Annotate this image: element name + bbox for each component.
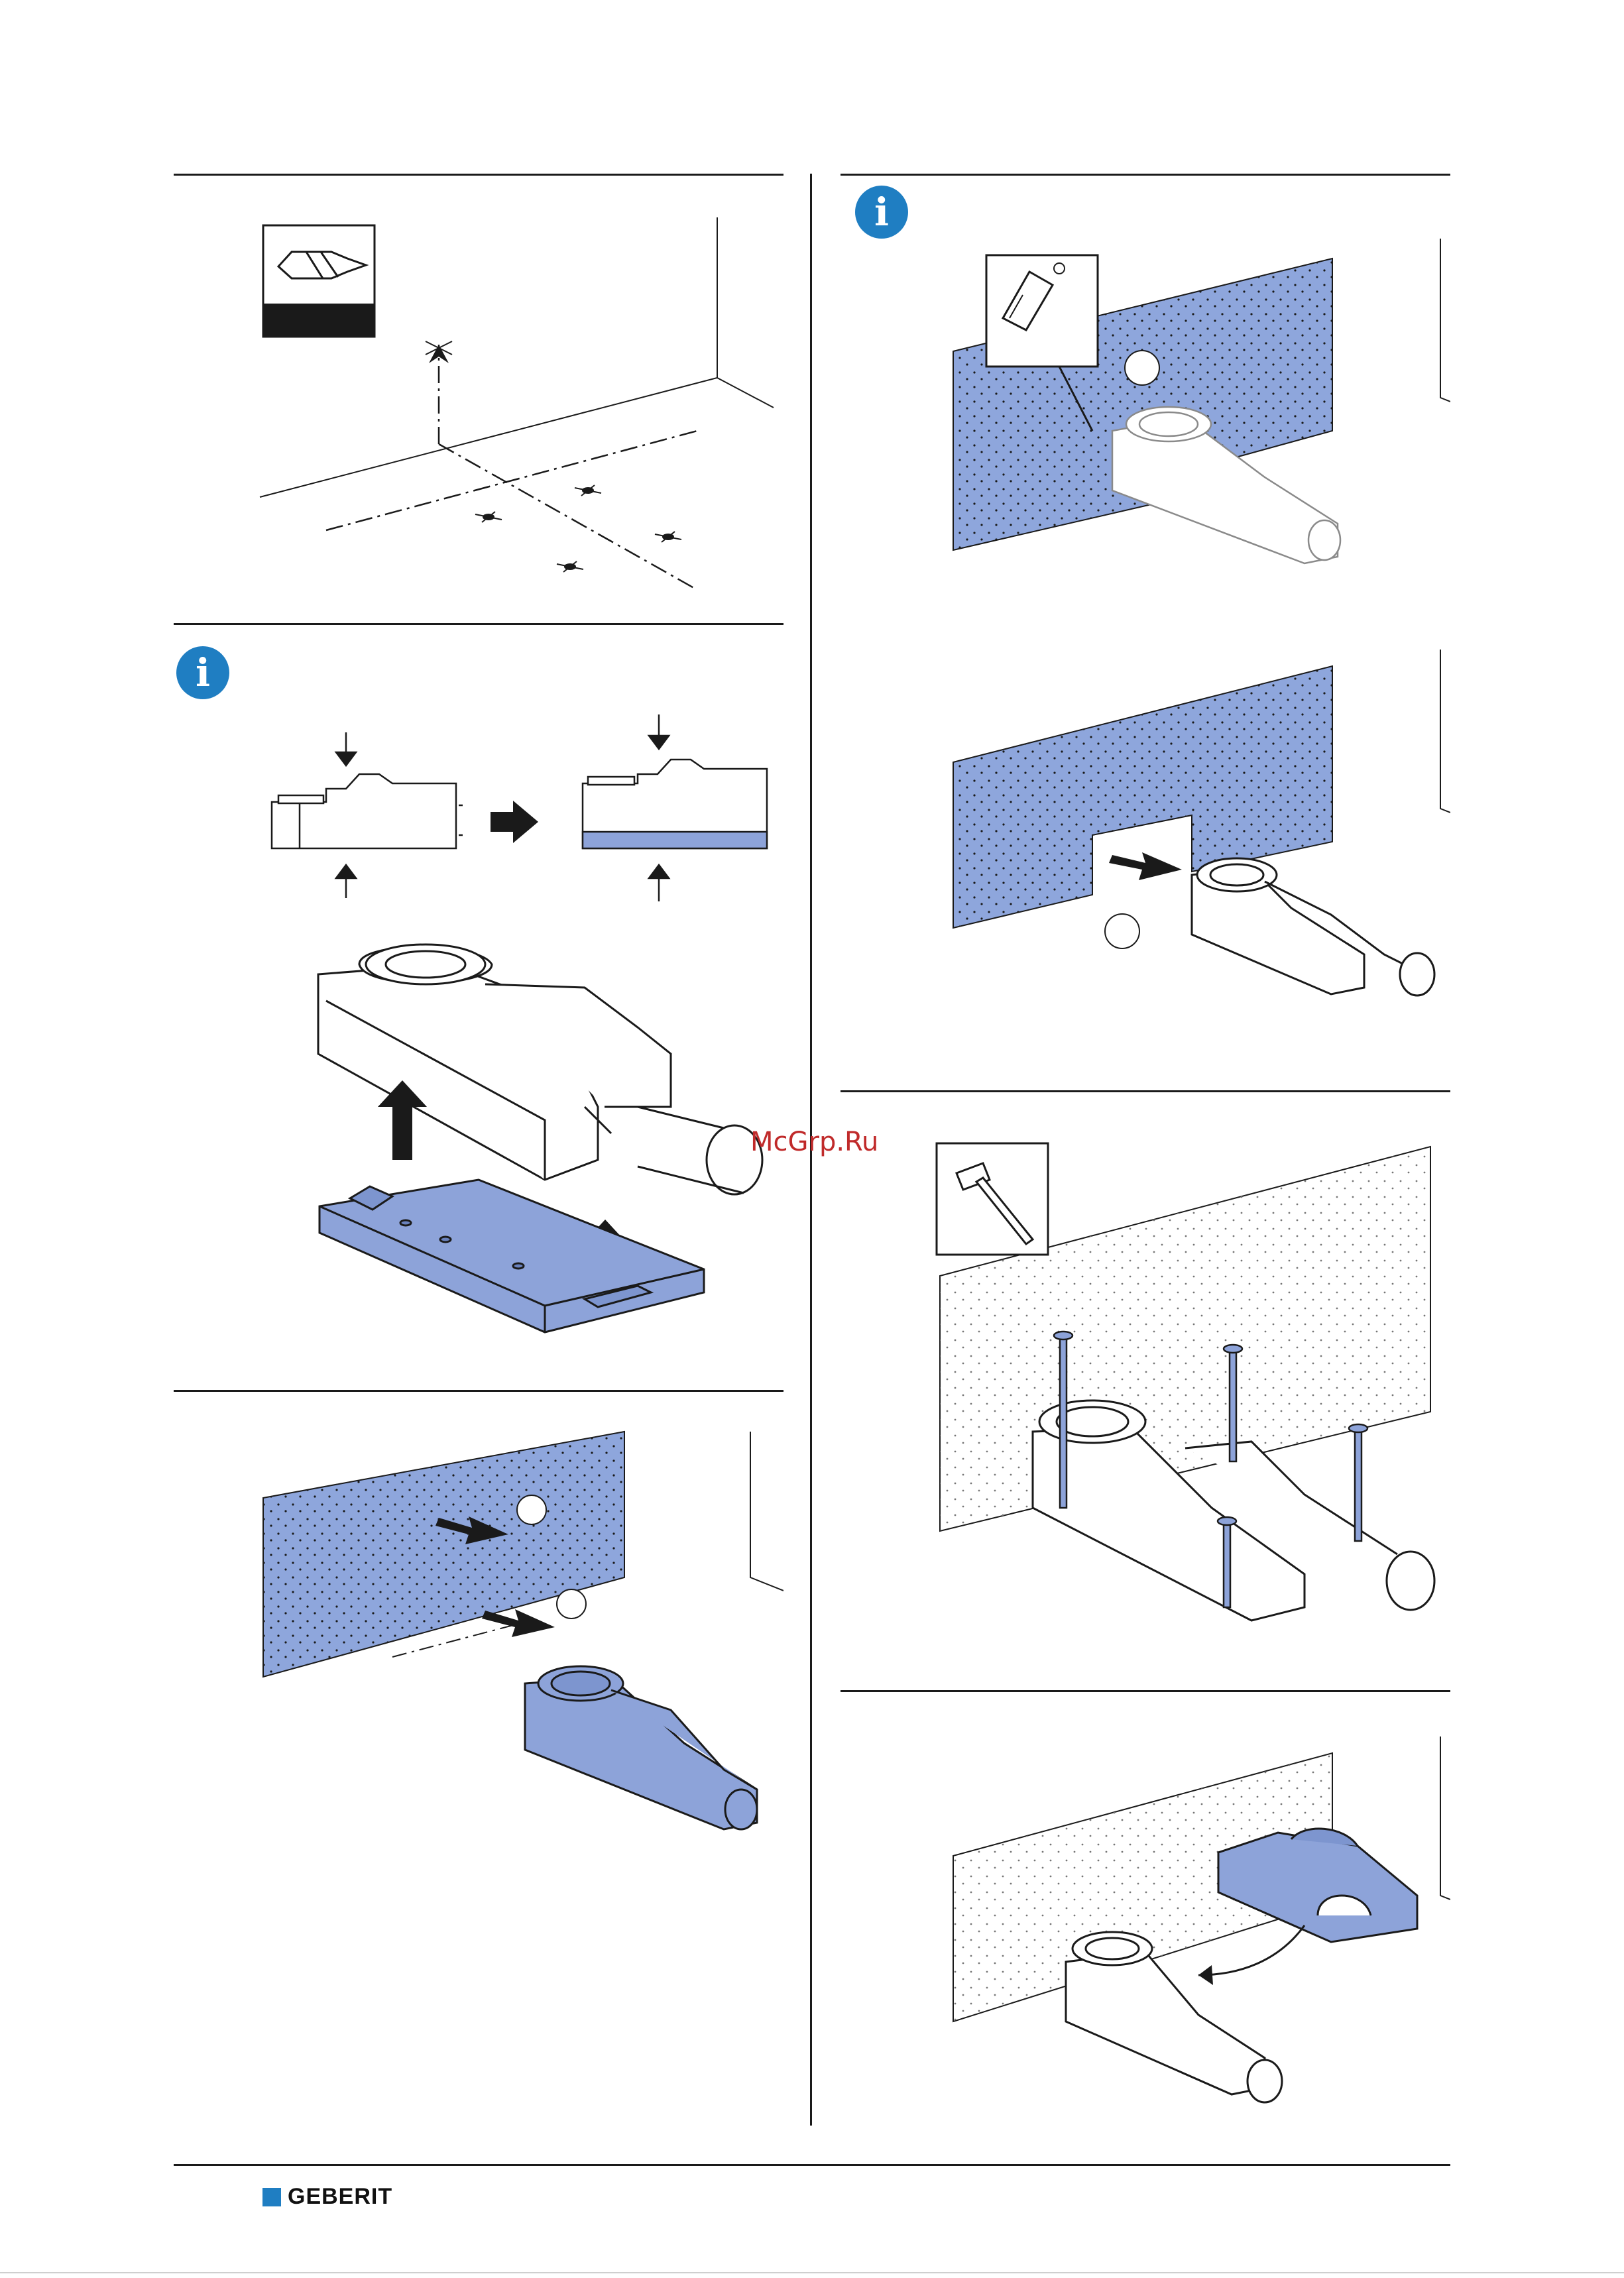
separator-right-top (841, 174, 1450, 176)
footer-rule (174, 2164, 1450, 2166)
page-bottom-edge (0, 2272, 1624, 2273)
step-fit-panel (841, 616, 1450, 1080)
brand-logo: GEBERIT (262, 2184, 392, 2210)
step-marking-panel (174, 179, 783, 616)
utility-knife-icon (986, 255, 1098, 367)
wall-panel (263, 1432, 624, 1677)
step-cut-panel (841, 179, 1450, 603)
separator-right-2 (841, 1090, 1450, 1092)
separator-right-3 (841, 1690, 1450, 1692)
separator-left-2 (174, 623, 783, 625)
step-fasten-panel (841, 1097, 1450, 1680)
hammer-icon (937, 1143, 1048, 1255)
drill-bit-icon (263, 225, 375, 337)
step-cover-panel (841, 1697, 1450, 2128)
brand-square-icon (262, 2188, 281, 2206)
separator-left-3 (174, 1390, 783, 1392)
separator-left-top (174, 174, 783, 176)
step-base-removal-panel (174, 630, 783, 1385)
step-insert-panel (174, 1398, 783, 1849)
brand-name: GEBERIT (288, 2184, 392, 2210)
